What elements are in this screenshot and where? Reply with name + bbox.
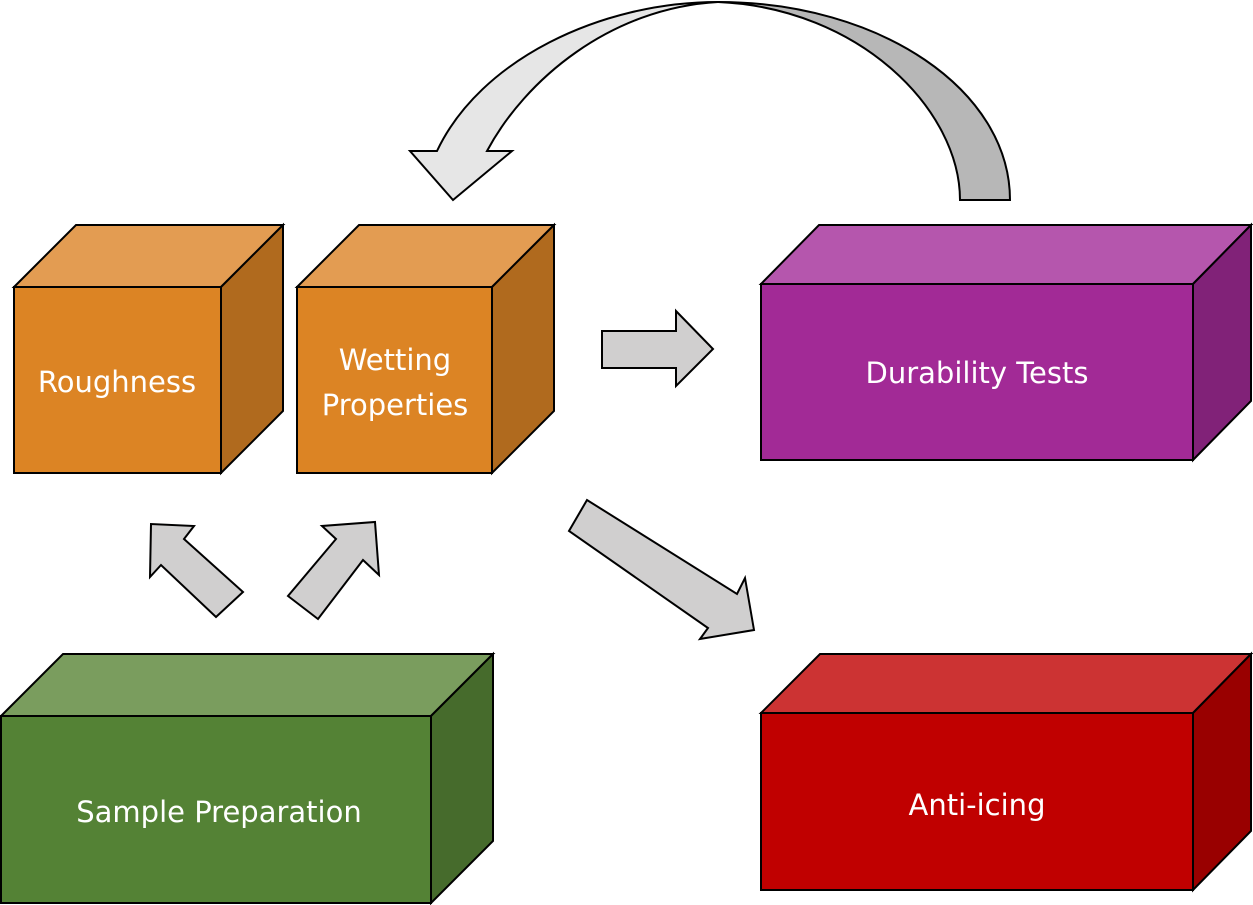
box-sample-preparation: Sample Preparation [0,651,496,905]
curved-arrow-tail [717,1,1012,201]
box-anti-icing-front [760,712,1194,891]
arrow-wetting-to-durability [601,308,715,389]
box-anti-icing: Anti-icing [758,651,1253,893]
box-roughness-label: Roughness [38,365,196,399]
arrow-sample-prep-to-wetting [286,520,381,621]
box-roughness: Roughness [11,222,286,476]
curved-arrow-durability-to-wetting [407,1,1012,202]
arrows [148,308,756,641]
box-durability-top [758,224,1253,285]
box-anti-icing-top [758,653,1253,714]
box-wetting-label-line-1: Wetting [339,343,451,377]
curved-arrow-head [407,1,719,202]
box-wetting-label-line-2: Properties [322,388,469,422]
box-wetting-front [296,286,493,474]
box-roughness-front [13,286,222,474]
arrow-sample-prep-to-roughness [148,522,245,619]
box-durability-label: Durability Tests [866,356,1089,390]
box-sample-prep-label: Sample Preparation [76,795,361,829]
box-durability-tests: Durability Tests [758,222,1253,463]
arrow-wetting-to-anti-icing [567,498,756,641]
box-sample-prep-top [0,653,496,717]
box-wetting-properties: Wetting Properties [294,222,557,476]
box-sample-prep-front [0,715,432,904]
box-durability-front [760,283,1194,461]
box-anti-icing-label: Anti-icing [909,788,1046,822]
